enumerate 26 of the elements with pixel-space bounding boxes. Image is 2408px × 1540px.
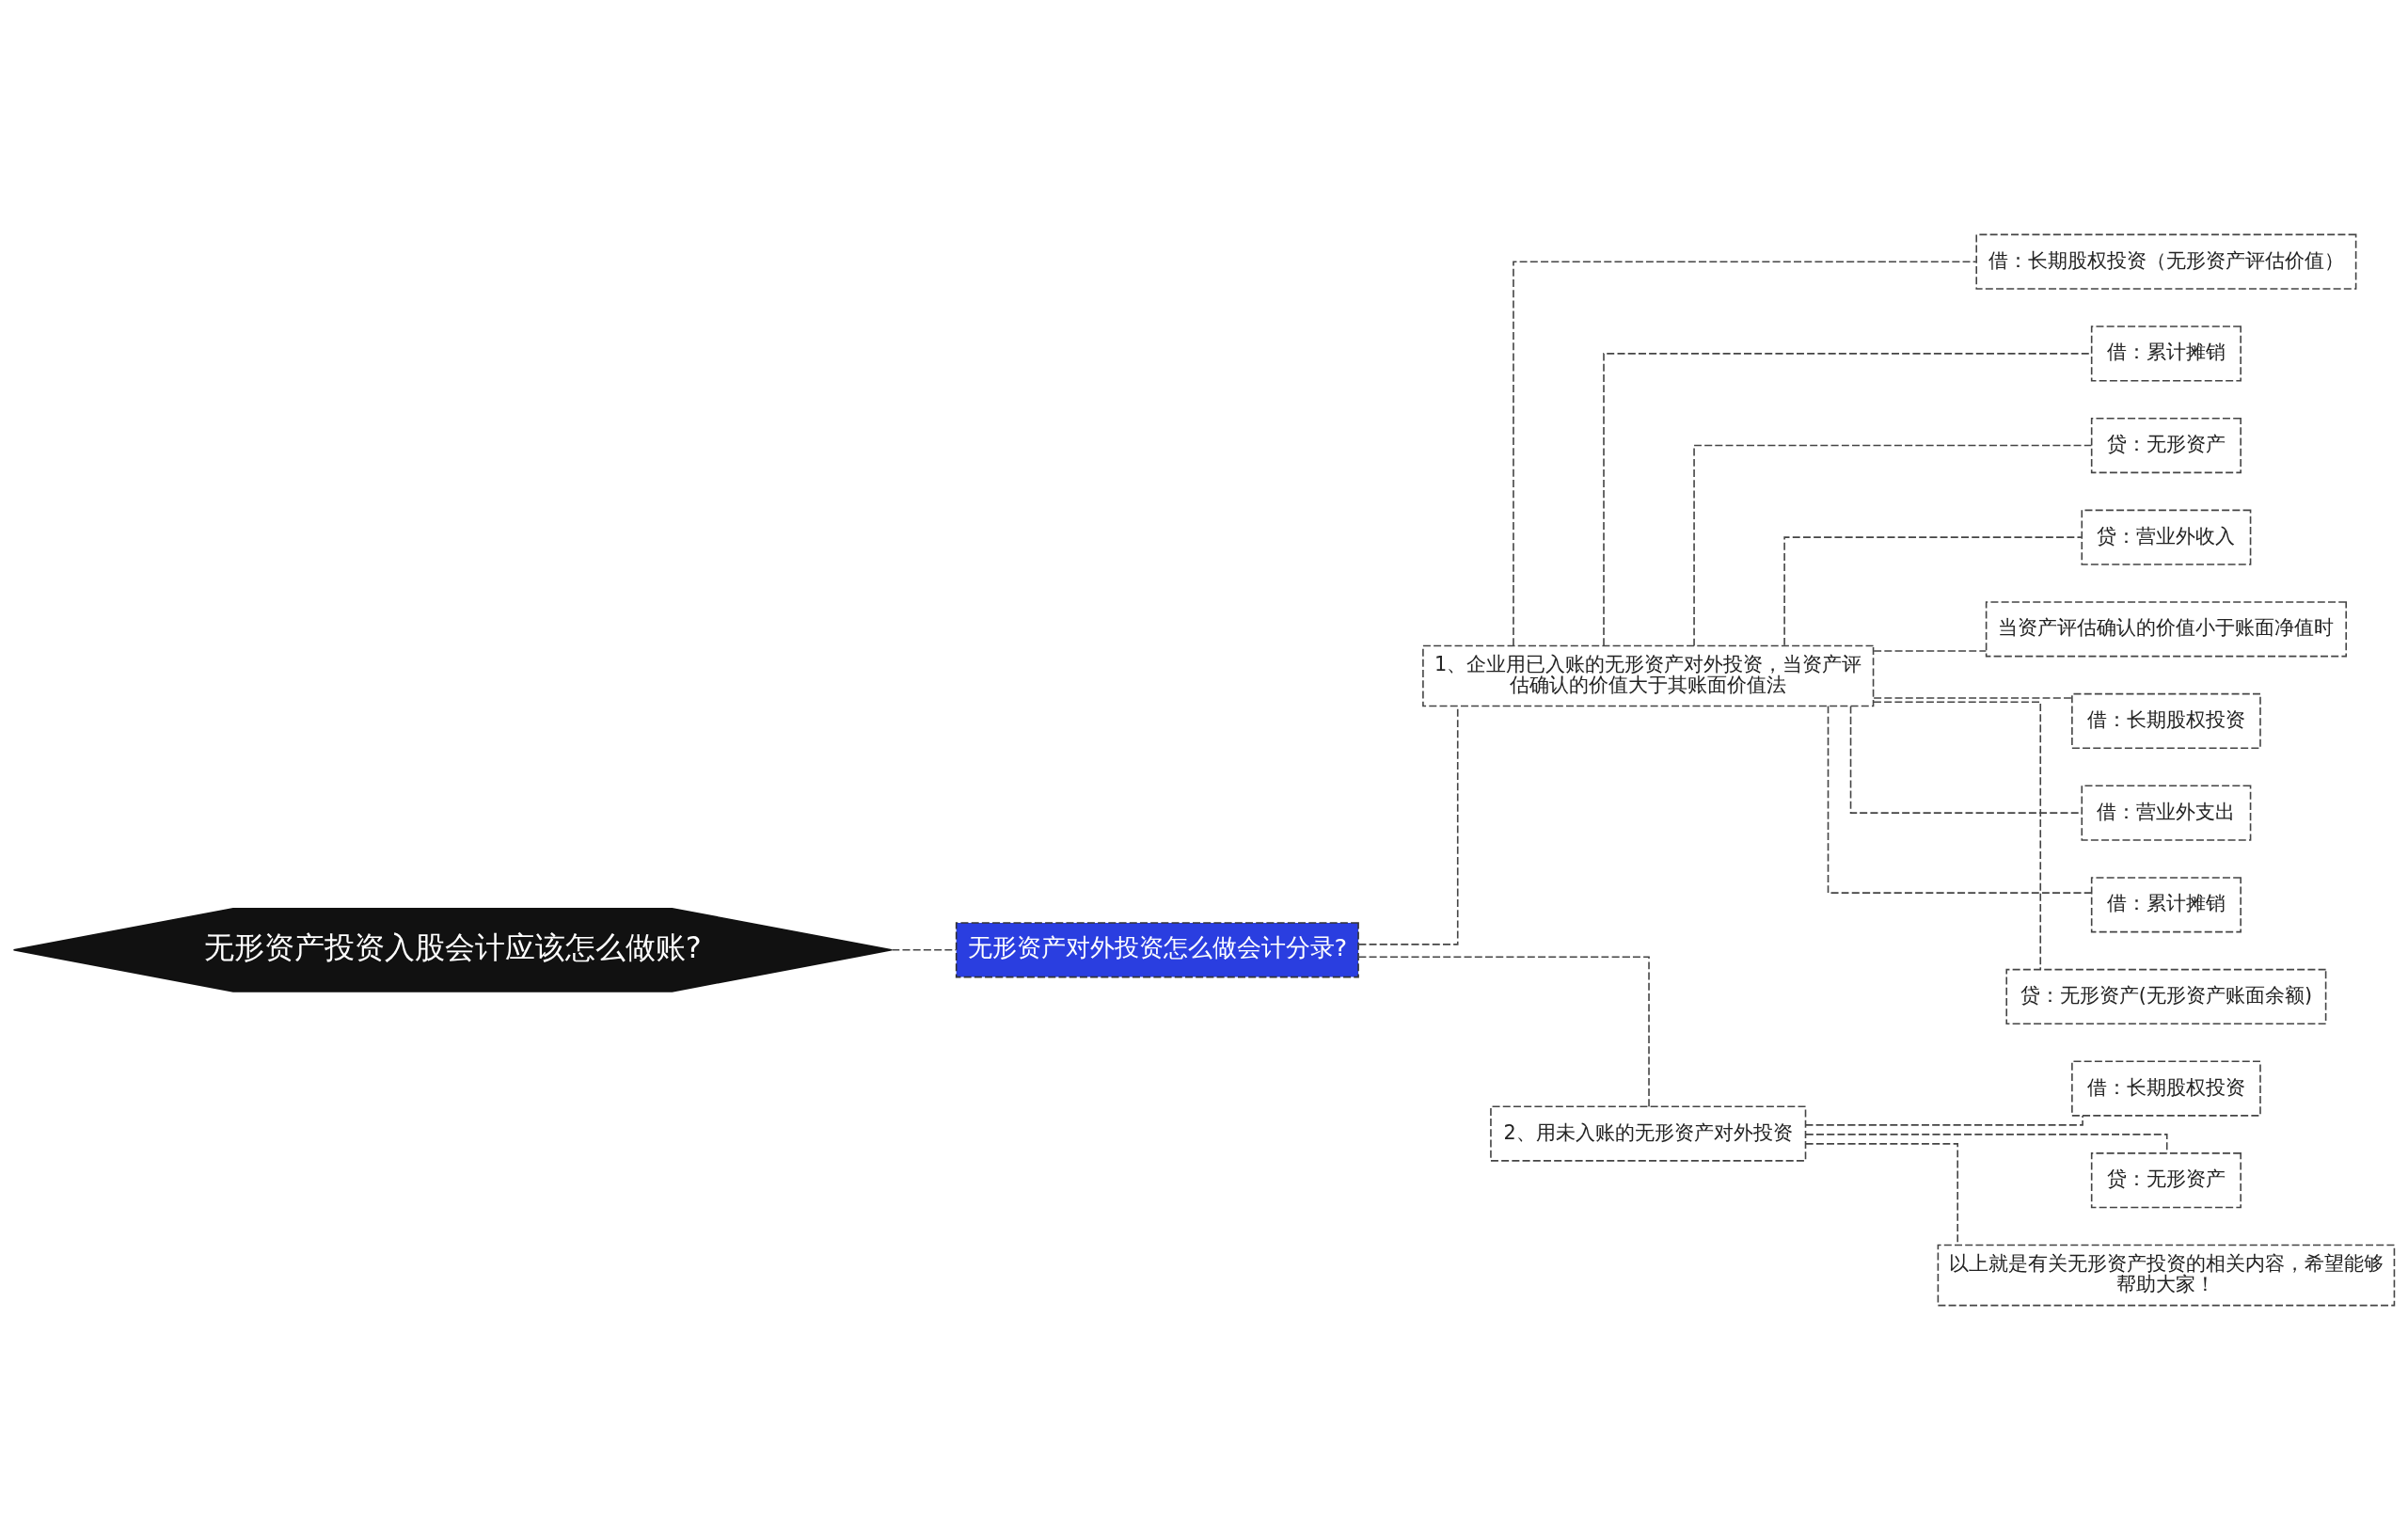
node-box: 1、企业用已入账的无形资产对外投资，当资产评估确认的价值大于其账面价值法 <box>1422 644 1875 707</box>
node-box: 2、用未入账的无形资产对外投资 <box>1490 1105 1807 1162</box>
node-box: 当资产评估确认的价值小于账面净值时 <box>1985 601 2347 658</box>
node-box: 借：长期股权投资（无形资产评估价值） <box>1975 233 2357 290</box>
connector <box>891 949 958 951</box>
node-box: 贷：无形资产 <box>2090 417 2242 474</box>
node-box: 借：营业外支出 <box>2081 785 2252 841</box>
node-box: 贷：无形资产(无形资产账面余额) <box>2005 968 2327 1025</box>
node-box: 借：累计摊销 <box>2090 877 2242 933</box>
connector <box>1873 650 1988 652</box>
node-box: 借：长期股权投资 <box>2071 1060 2261 1117</box>
connector <box>1873 697 2073 699</box>
connector <box>1513 261 1977 646</box>
connector <box>1827 705 2093 894</box>
node-box: 贷：营业外收入 <box>2081 509 2252 565</box>
connector <box>1783 536 2083 646</box>
node-box: 无形资产对外投资怎么做会计分录? <box>955 922 1359 978</box>
connector <box>1357 956 1650 1107</box>
connector <box>1693 444 2093 647</box>
node-box: 以上就是有关无形资产投资的相关内容，希望能够帮助大家！ <box>1937 1244 2396 1307</box>
node-box: 贷：无形资产 <box>2090 1152 2242 1209</box>
connector <box>1603 353 2093 646</box>
connector <box>1873 701 2042 971</box>
node-box: 借：长期股权投资 <box>2071 692 2261 750</box>
connector <box>1804 1115 2083 1126</box>
node-box: 借：累计摊销 <box>2090 325 2242 382</box>
